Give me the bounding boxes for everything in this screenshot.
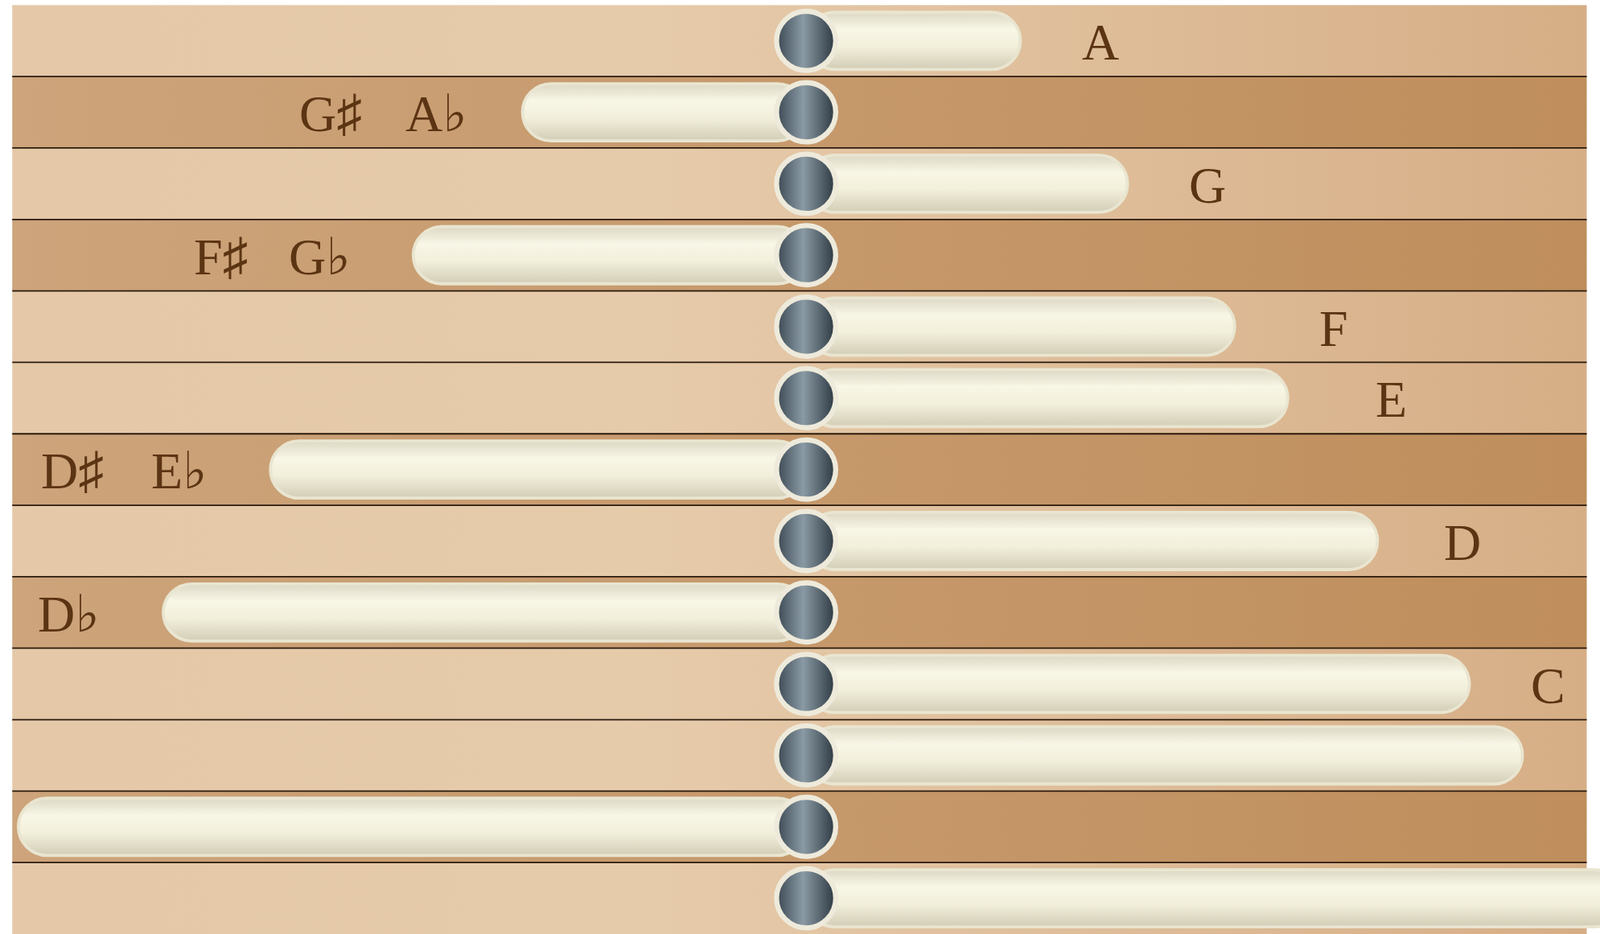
note-label: D (1443, 517, 1481, 569)
note-label: D♭ (37, 588, 99, 641)
note-label: A (1081, 16, 1119, 69)
note-label: G♯ (299, 88, 362, 140)
note-label: F (1319, 303, 1349, 355)
note-label: A♭ (405, 88, 467, 140)
note-label: C (1530, 660, 1566, 712)
note-label: G (1188, 160, 1226, 212)
note-label: D♯ (41, 445, 104, 498)
note-label: G♭ (288, 231, 350, 284)
note-label: E♭ (151, 445, 207, 498)
note-label: E (1375, 374, 1407, 426)
note-label: F♯ (193, 231, 249, 284)
